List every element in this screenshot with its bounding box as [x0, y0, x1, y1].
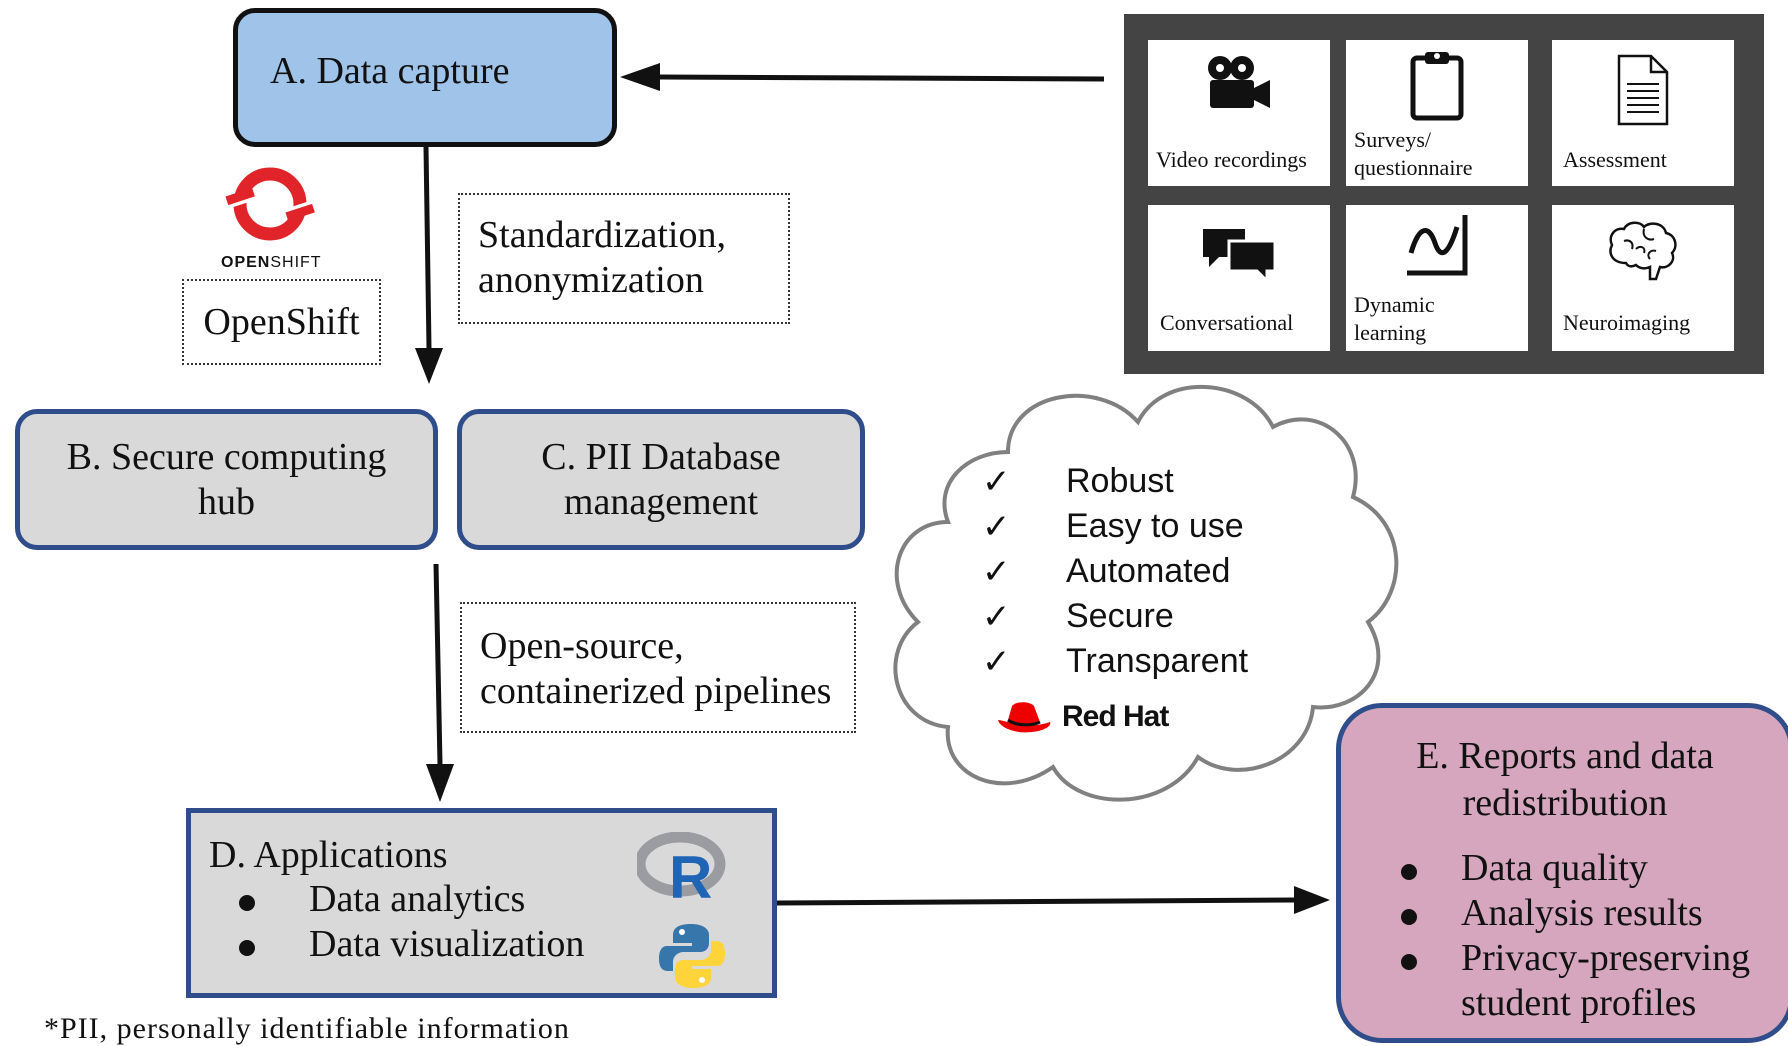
- bullet-dot: [1401, 954, 1417, 970]
- arrowhead: [415, 348, 443, 384]
- r-logo-letter: R: [669, 844, 712, 904]
- arrowhead: [1294, 886, 1330, 914]
- list-item-text: Privacy-preserving: [1461, 937, 1751, 979]
- source-tile-assessment: Assessment: [1552, 40, 1734, 186]
- bullet-dot: [239, 940, 255, 956]
- openshift-wordmark-light: SHIFT: [270, 254, 322, 271]
- data-sources-panel: Video recordings Surveys/ questionnaire …: [1124, 14, 1764, 374]
- reports-box: E. Reports and data redistribution Data …: [1336, 703, 1788, 1043]
- bullet-dot: [239, 895, 255, 911]
- cloud-item-text: Automated: [1066, 552, 1231, 590]
- source-label-text: Surveys/ questionnaire: [1354, 126, 1473, 180]
- checkmark-icon: ✓: [982, 642, 1011, 682]
- bullet-dot: [1401, 909, 1417, 925]
- checkmark-icon: ✓: [982, 552, 1011, 592]
- python-logo-icon: [659, 924, 725, 988]
- source-label: Neuroimaging: [1563, 309, 1691, 335]
- open-source-note: Open-source, containerized pipelines: [460, 602, 856, 733]
- source-tile-neuroimaging: Neuroimaging: [1552, 205, 1734, 351]
- data-capture-title: A. Data capture: [270, 50, 510, 92]
- source-label: Surveys/ questionnaire: [1354, 126, 1524, 182]
- cloud-shape: [893, 384, 1399, 802]
- arrowhead: [426, 764, 454, 802]
- openshift-label: OpenShift: [203, 300, 360, 343]
- pii-footnote: *PII, personally identifiable informatio…: [44, 1012, 570, 1045]
- source-tile-dynamic-learning: Dynamic learning: [1346, 205, 1528, 351]
- applications-title: D. Applications: [209, 834, 448, 876]
- redhat-hat-icon: [998, 702, 1051, 733]
- openshift-wordmark: OPENSHIFT: [221, 254, 322, 272]
- openshift-icon: [225, 167, 315, 241]
- standardization-note: Standardization, anonymization: [458, 193, 790, 324]
- bullet-dot: [1401, 864, 1417, 880]
- source-tile-conversational: Conversational: [1148, 205, 1330, 351]
- cloud-item-text: Transparent: [1066, 642, 1249, 680]
- source-label: Dynamic learning: [1354, 291, 1524, 347]
- list-item-text: Analysis results: [1461, 892, 1703, 934]
- redhat-logo: Red Hat: [996, 698, 1186, 742]
- list-item-text: Data quality: [1461, 847, 1648, 889]
- pii-line2: management: [563, 480, 759, 523]
- source-tile-surveys: Surveys/ questionnaire: [1346, 40, 1528, 186]
- source-tile-video: Video recordings: [1148, 40, 1330, 186]
- reports-title-line2: redistribution: [1462, 782, 1668, 824]
- secure-computing-hub-box: B. Secure computing hub: [15, 409, 438, 550]
- cloud-item-text: Easy to use: [1066, 507, 1244, 545]
- secure-hub-line1: B. Secure computing: [66, 435, 387, 478]
- video-camera-icon: [1208, 56, 1270, 108]
- pii-database-box: C. PII Database management: [457, 409, 865, 550]
- redhat-wordmark: Red Hat: [1062, 700, 1169, 733]
- checkmark-icon: ✓: [982, 507, 1011, 547]
- arrow-capture-to-hub: [423, 146, 432, 349]
- list-item-text: Data visualization: [309, 923, 585, 965]
- source-label-text: Dynamic learning: [1354, 291, 1435, 345]
- open-source-line: Open-source,: [480, 625, 684, 667]
- cloud-feature-list: ✓ Robust ✓ Easy to use ✓ Automated ✓ Sec…: [982, 462, 1282, 702]
- arrowhead: [620, 63, 660, 91]
- arrow-sources-to-capture: [659, 74, 1105, 82]
- containerized-line: containerized pipelines: [480, 669, 832, 712]
- cloud-item-text: Robust: [1066, 462, 1174, 500]
- arrow-hub-to-applications: [433, 563, 443, 765]
- source-label: Conversational: [1160, 309, 1294, 335]
- brain-icon: [1609, 221, 1677, 281]
- document-icon: [1617, 54, 1669, 126]
- reports-title-line1: E. Reports and data: [1416, 735, 1714, 777]
- data-capture-box: A. Data capture: [233, 8, 617, 147]
- applications-box: D. Applications Data analytics Data visu…: [186, 808, 777, 998]
- list-item-text: Data analytics: [309, 878, 526, 920]
- cloud-item-text: Secure: [1066, 597, 1174, 635]
- openshift-note: OpenShift: [182, 279, 381, 365]
- arrow-applications-to-reports: [776, 897, 1295, 906]
- secure-hub-line2: hub: [198, 480, 255, 523]
- checkmark-icon: ✓: [982, 597, 1011, 637]
- source-label: Assessment: [1563, 146, 1667, 172]
- r-logo-icon: R: [637, 832, 726, 904]
- clipboard-icon: [1410, 52, 1464, 121]
- pii-line1: C. PII Database: [541, 435, 781, 478]
- anonymization-line: anonymization: [478, 258, 704, 301]
- list-item-text: student profiles: [1461, 982, 1697, 1024]
- learning-curve-icon: [1407, 215, 1468, 276]
- source-label: Video recordings: [1156, 146, 1307, 172]
- chat-bubbles-icon: [1203, 229, 1277, 283]
- openshift-logo: OPENSHIFT: [210, 164, 330, 276]
- standardization-line: Standardization,: [478, 214, 726, 256]
- openshift-wordmark-bold: OPEN: [221, 254, 271, 271]
- checkmark-icon: ✓: [982, 462, 1011, 502]
